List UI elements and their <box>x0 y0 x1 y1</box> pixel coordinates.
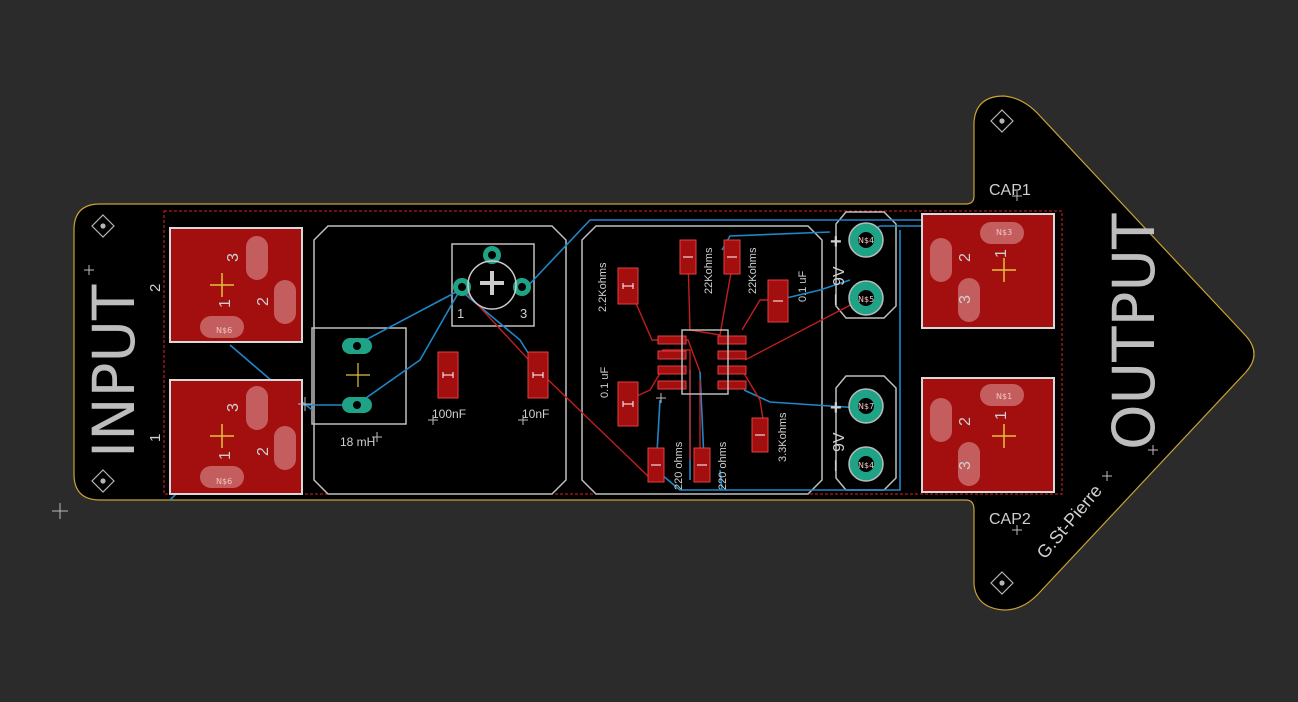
pot-pin-left: 1 <box>457 306 464 321</box>
output-label: OUTPUT <box>1100 213 1168 450</box>
power-top-tag-b: N$5 <box>858 295 874 304</box>
res-220-b: 220 ohms <box>717 441 729 490</box>
pot-pin-right: 3 <box>520 306 527 321</box>
jack4-pin3: 3 <box>957 461 974 470</box>
cap-left-01uf: 0.1 uF <box>599 367 611 398</box>
cap1-label: CAP1 <box>989 182 1031 199</box>
jack1-tag: N$6 <box>216 326 232 335</box>
input-pin-a: 2 <box>147 284 164 292</box>
jack3-pin3: 3 <box>957 295 974 304</box>
output-jack-top <box>921 213 1055 329</box>
origin-cross-icons <box>52 191 1158 535</box>
input-pin-b: 1 <box>147 434 164 442</box>
inductor-center-mark <box>346 363 370 387</box>
power-bottom-tag-a: N$7 <box>858 402 874 411</box>
jack1-pin2: 2 <box>255 297 272 306</box>
jack4-pin1: 1 <box>993 411 1010 420</box>
power-top-label: 9V <box>831 266 848 286</box>
jack3-tag: N$3 <box>996 228 1012 237</box>
cap-100nf: 100nF <box>432 407 466 421</box>
jack2-pin1: 1 <box>217 451 234 460</box>
cap-10nf: 10nF <box>522 407 549 421</box>
jack2-pin3: 3 <box>225 403 242 412</box>
res-22k-b: 22Kohms <box>747 247 759 294</box>
jack3-pin1: 1 <box>993 249 1010 258</box>
input-jack-top <box>169 227 303 343</box>
output-jack-bottom <box>921 377 1055 493</box>
thru-hole-pads <box>342 222 884 482</box>
power-bottom-tag-b: N$4 <box>858 461 874 470</box>
jack4-pin2: 2 <box>957 417 974 426</box>
jack2-tag: N$6 <box>216 477 232 486</box>
power-bottom-plus: + <box>830 397 842 419</box>
cap2-label: CAP2 <box>989 511 1031 528</box>
power-top-tag-a: N$4 <box>858 236 874 245</box>
jack4-tag: N$1 <box>996 392 1012 401</box>
opamp-outline <box>681 329 729 395</box>
res-2k2: 2.2Kohms <box>597 262 609 312</box>
potentiometer-knob-icon <box>467 260 517 310</box>
cap-top-01uf: 0.1 uF <box>797 271 809 302</box>
res-22k-a: 22Kohms <box>703 247 715 294</box>
power-bottom-minus: − <box>823 459 848 472</box>
jack1-pin1: 1 <box>217 299 234 308</box>
jack3-pin2: 2 <box>957 253 974 262</box>
input-label: INPUT <box>80 284 148 458</box>
jack2-pin2: 2 <box>255 447 272 456</box>
jack1-pin3: 3 <box>225 253 242 262</box>
res-3k3: 3.3Kohms <box>777 412 789 462</box>
res-220-a: 220 ohms <box>673 441 685 490</box>
inductor-value: 18 mH <box>340 435 375 449</box>
power-bottom-label: 9V <box>831 432 848 452</box>
mounting-hole-icons <box>91 109 1014 595</box>
power-top-minus: − <box>823 293 848 306</box>
pad-marks <box>442 256 783 466</box>
input-jack-bottom <box>169 379 303 495</box>
power-top-plus: + <box>830 231 842 253</box>
